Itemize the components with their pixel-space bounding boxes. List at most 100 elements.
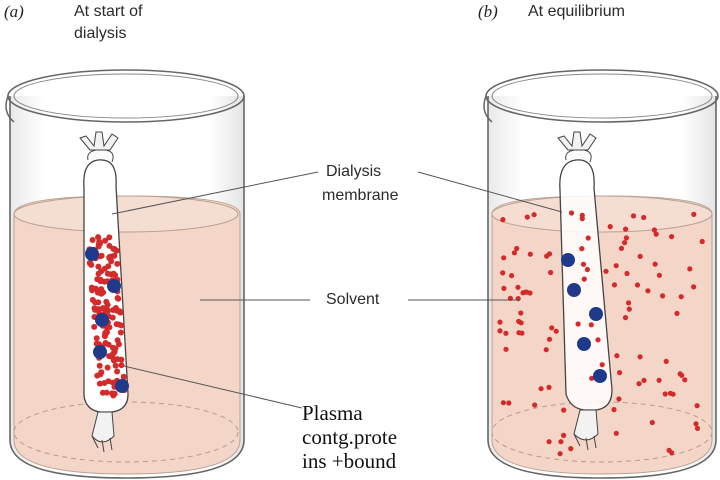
small-particle: [91, 323, 98, 330]
small-particle: [637, 253, 643, 259]
small-particle: [656, 377, 662, 383]
small-particle: [95, 270, 102, 277]
small-particle: [102, 237, 109, 244]
small-particle: [645, 288, 651, 294]
small-particle: [117, 329, 124, 336]
small-particle: [687, 266, 693, 272]
small-particle: [500, 400, 506, 406]
small-particle: [694, 425, 701, 431]
small-particle: [585, 235, 591, 241]
small-particle: [109, 314, 116, 321]
plasma-label-line3: ins +bound: [302, 449, 397, 473]
small-particle: [114, 368, 121, 375]
small-particle: [100, 305, 106, 312]
bag-b-tie-top: [557, 131, 597, 151]
small-particle: [89, 237, 96, 243]
panel-b-caption: At equilibrium: [528, 3, 625, 20]
small-particle: [98, 369, 105, 376]
small-particle: [515, 284, 521, 290]
small-particle: [120, 373, 127, 380]
protein-molecule: [85, 247, 99, 261]
panel-b-letter: (b): [478, 2, 498, 21]
small-particle: [497, 328, 503, 334]
small-particle: [500, 270, 506, 276]
small-particle: [546, 251, 553, 257]
small-particle: [581, 276, 587, 282]
solvent-label: Solvent: [326, 291, 380, 308]
small-particle: [523, 289, 530, 295]
small-particle: [660, 293, 666, 299]
small-particle: [86, 260, 93, 266]
bag-b-body: [559, 159, 613, 411]
small-particle: [501, 255, 507, 261]
small-particle: [694, 403, 700, 409]
small-particle: [106, 324, 113, 331]
small-particle: [558, 439, 564, 445]
small-particle: [568, 210, 575, 216]
small-particle: [514, 245, 520, 252]
small-particle: [104, 270, 111, 277]
small-particle: [691, 284, 697, 290]
small-particle: [693, 421, 699, 427]
small-particle: [532, 402, 538, 408]
small-particle: [111, 390, 118, 397]
protein-molecule: [577, 337, 591, 351]
small-particle: [622, 240, 628, 246]
bag-a-proteins: [85, 247, 129, 393]
small-particle: [603, 268, 609, 274]
small-particle: [622, 315, 629, 321]
small-particle: [511, 250, 517, 256]
small-particle: [113, 306, 120, 313]
small-particle: [101, 333, 108, 340]
small-particle: [106, 353, 113, 360]
small-particle: [579, 212, 585, 218]
membrane-label-line2: membrane: [322, 187, 399, 204]
small-particle: [506, 400, 512, 406]
small-particle: [500, 217, 506, 223]
small-particle: [584, 266, 591, 273]
small-particle: [666, 447, 672, 453]
small-particle: [531, 212, 537, 218]
small-particle: [103, 298, 110, 305]
small-particle: [104, 364, 111, 371]
small-particle: [95, 234, 102, 241]
small-particle: [546, 336, 553, 342]
protein-molecule: [589, 307, 603, 321]
small-particle: [568, 446, 574, 452]
small-particle: [667, 390, 674, 396]
small-particle: [641, 377, 647, 383]
small-particle: [561, 432, 567, 438]
small-particle: [613, 430, 619, 436]
small-particle: [623, 235, 630, 241]
small-particle: [92, 285, 99, 292]
small-particle: [518, 310, 524, 316]
dialysis-bag-b: [557, 131, 613, 451]
small-particle: [652, 261, 658, 267]
beaker-a: [5, 69, 245, 479]
small-particle: [626, 300, 632, 306]
small-particle: [580, 261, 587, 267]
membrane-label-line1: Dialysis: [326, 163, 382, 180]
small-particle: [538, 386, 544, 392]
small-particle: [579, 246, 585, 252]
small-particle: [91, 305, 98, 312]
small-particle: [509, 273, 515, 279]
small-particle: [118, 322, 125, 329]
small-particle: [682, 377, 688, 383]
small-particle: [561, 407, 567, 413]
small-particle: [614, 353, 620, 359]
small-particle: [497, 319, 503, 325]
small-particle: [653, 231, 659, 237]
small-particle: [96, 238, 103, 245]
small-particle: [527, 251, 533, 257]
small-particle: [611, 407, 617, 413]
small-particle: [95, 263, 102, 270]
small-particle: [516, 330, 522, 336]
protein-molecule: [93, 345, 107, 359]
small-particle: [112, 362, 119, 369]
small-particle: [546, 439, 552, 445]
small-particle: [651, 227, 658, 233]
small-particle: [589, 375, 595, 381]
small-particle: [617, 370, 623, 376]
small-particle: [607, 224, 613, 230]
